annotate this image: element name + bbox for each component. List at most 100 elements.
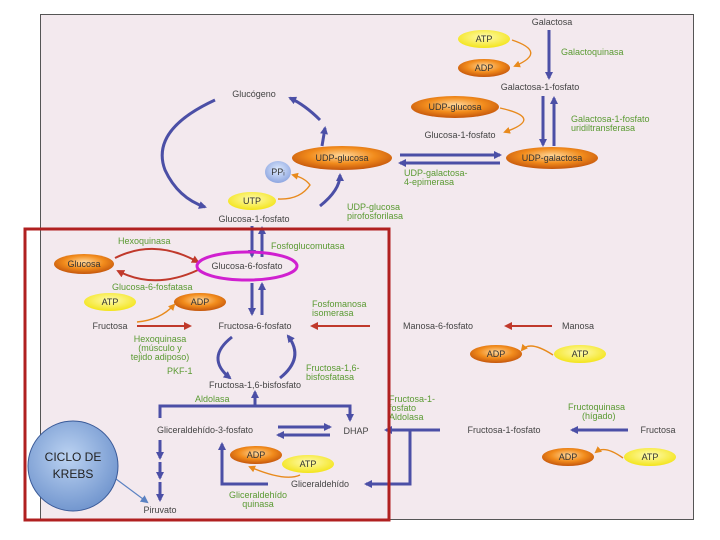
enzyme-fosfoglucomutasa: Fosfoglucomutasa	[271, 241, 345, 251]
metabolite-glucosa-1-fosfato-top: Glucosa-1-fosfato	[424, 130, 495, 140]
enzyme-fructoquinasa-2: (hígado)	[582, 411, 616, 421]
krebs-callout-line-2: KREBS	[53, 467, 94, 481]
enzyme-glucosa-6-fosfatasa: Glucosa-6-fosfatasa	[112, 282, 193, 292]
metabolite-glucogeno: Glucógeno	[232, 89, 276, 99]
arrow-fbpasa	[279, 334, 297, 380]
udp-glucosa-pill-label: UDP-glucosa	[428, 102, 481, 112]
arrow-pfk1	[216, 335, 233, 380]
arrow-glucogeno-to-glucosa1p	[160, 98, 216, 209]
adp-pill-gliceraldehido	[230, 446, 282, 464]
metabolite-manosa: Manosa	[562, 321, 594, 331]
arrow-atp-to-adp-fructosa	[136, 303, 176, 323]
udp-glucosa-pill-center-label: UDP-glucosa	[315, 153, 368, 163]
enzyme-fosfomanosa-2: isomerasa	[312, 308, 354, 318]
atp-pill-manosa	[554, 345, 606, 363]
metabolite-fructosa-right: Fructosa	[640, 425, 675, 435]
adp-pill-fructosa-label: ADP	[191, 297, 210, 307]
utp-pill	[228, 192, 276, 210]
enzyme-hexoquinasa-musculo-2: (músculo y	[138, 343, 182, 353]
enzyme-fosfomanosa-1: Fosfomanosa	[312, 299, 367, 309]
enzyme-gal1p-transferasa-1: Galactosa-1-fosfato	[571, 114, 650, 124]
enzyme-fbpasa-2: bisfosfatasa	[306, 372, 354, 382]
metabolite-fructosa: Fructosa	[92, 321, 127, 331]
enzyme-aldolasa: Aldolasa	[195, 394, 230, 404]
metabolite-glucosa-1-fosfato: Glucosa-1-fosfato	[218, 214, 289, 224]
atp-pill-manosa-label: ATP	[572, 349, 589, 359]
adp-pill-fructoquinasa	[542, 448, 594, 466]
enzyme-hexoquinasa: Hexoquinasa	[118, 236, 171, 246]
arrow-atp-to-adp-gliceraldehido	[248, 465, 301, 478]
atp-pill-gliceraldehido	[282, 455, 334, 473]
arrow-gliceraldehido-to-g3p	[218, 442, 268, 486]
arrow-glucosa1p-to-udpglucosa	[319, 173, 344, 208]
arrow-glucosa-to-glucosa6p	[114, 248, 200, 263]
enzyme-pirofosforilasa-2: pirofosforilasa	[347, 211, 403, 221]
arrow-atp-to-adp-fructoquinasa	[594, 446, 624, 459]
arrow-udpglucosa-to-glucogeno	[320, 126, 328, 147]
adp-pill-manosa-label: ADP	[487, 349, 506, 359]
callout-arrow-to-piruvato	[111, 475, 149, 504]
enzyme-fructoquinasa-1: Fructoquinasa	[568, 402, 625, 412]
metabolite-galactosa-1-fosfato: Galactosa-1-fosfato	[501, 82, 580, 92]
atp-pill	[458, 30, 510, 48]
udp-galactosa-pill	[506, 147, 598, 169]
arrow-utp-to-ppi	[277, 172, 311, 200]
glucosa-pill	[54, 254, 114, 274]
metabolite-fructosa-1-6-bisfosfato: Fructosa-1,6-bisfosfato	[209, 380, 301, 390]
enzyme-pkf-1: PKF-1	[167, 366, 193, 376]
atp-pill-label: ATP	[476, 34, 493, 44]
adp-pill-gliceraldehido-label: ADP	[247, 450, 266, 460]
adp-pill-manosa	[470, 345, 522, 363]
glycolysis-highlight-box	[23, 227, 391, 522]
adp-pill	[458, 59, 510, 77]
highlight-glucosa-6-fosfato	[195, 250, 299, 282]
metabolite-dhap: DHAP	[343, 426, 368, 436]
arrow-aldolasa-split	[158, 404, 354, 422]
enzyme-fbpasa-1: Fructosa-1,6-	[306, 363, 360, 373]
adp-pill-fructoquinasa-label: ADP	[559, 452, 578, 462]
adp-pill-fructosa	[174, 293, 226, 311]
enzyme-epimerasa-1: UDP-galactosa-	[404, 168, 468, 178]
krebs-callout	[27, 420, 119, 512]
atp-pill-fructoquinasa	[624, 448, 676, 466]
udp-glucosa-pill-center	[292, 146, 392, 170]
arrow-atp-to-adp-manosa	[520, 343, 554, 356]
glucosa-pill-label: Glucosa	[67, 259, 100, 269]
arrow-glucosa6p-to-glucosa	[116, 269, 199, 282]
atp-pill-fructoquinasa-label: ATP	[642, 452, 659, 462]
krebs-callout-line-1: CICLO DE	[45, 450, 102, 464]
enzyme-pirofosforilasa-1: UDP-glucosa	[347, 202, 400, 212]
enzyme-fructosa1p-aldolasa-1: Fructosa-1-	[389, 394, 435, 404]
metabolite-manosa-6-fosfato: Manosa-6-fosfato	[403, 321, 473, 331]
enzyme-fructosa1p-aldolasa-3: Aldolasa	[389, 412, 424, 422]
enzyme-hexoquinasa-musculo-1: Hexoquinasa	[134, 334, 187, 344]
metabolite-gliceraldehido-3-fosfato: Gliceraldehído-3-fosfato	[157, 425, 253, 435]
arrow-udpglucosa-to-glucosa1p	[499, 107, 525, 134]
metabolite-fructosa-1-fosfato: Fructosa-1-fosfato	[467, 425, 540, 435]
utp-pill-label: UTP	[243, 196, 261, 206]
metabolite-fructosa-6-fosfato: Fructosa-6-fosfato	[218, 321, 291, 331]
metabolite-piruvato: Piruvato	[143, 505, 176, 515]
enzyme-gliceraldehido-quinasa-1: Gliceraldehído	[229, 490, 287, 500]
atp-pill-gliceraldehido-label: ATP	[300, 459, 317, 469]
diagram-panel	[40, 14, 694, 520]
atp-pill-fructosa	[84, 293, 136, 311]
ppi-pill-label: PPᵢ	[271, 167, 284, 177]
udp-galactosa-pill-label: UDP-galactosa	[522, 153, 583, 163]
enzyme-fructosa1p-aldolasa-2: fosfato	[389, 403, 416, 413]
arrow-fructosa1p-to-gliceraldehido	[364, 428, 440, 488]
enzyme-epimerasa-2: 4-epimerasa	[404, 177, 454, 187]
atp-pill-fructosa-label: ATP	[102, 297, 119, 307]
enzyme-hexoquinasa-musculo-3: tejido adiposo)	[131, 352, 190, 362]
udp-glucosa-pill	[411, 96, 499, 118]
ppi-pill	[265, 161, 291, 183]
metabolite-gliceraldehido: Gliceraldehído	[291, 479, 349, 489]
arrow-atp-to-adp	[511, 39, 532, 68]
adp-pill-label: ADP	[475, 63, 494, 73]
enzyme-gal1p-transferasa-2: uridiltransferasa	[571, 123, 635, 133]
enzyme-galactoquinasa: Galactoquinasa	[561, 47, 624, 57]
arrow-to-glucogeno	[288, 96, 322, 122]
enzyme-gliceraldehido-quinasa-2: quinasa	[242, 499, 274, 509]
